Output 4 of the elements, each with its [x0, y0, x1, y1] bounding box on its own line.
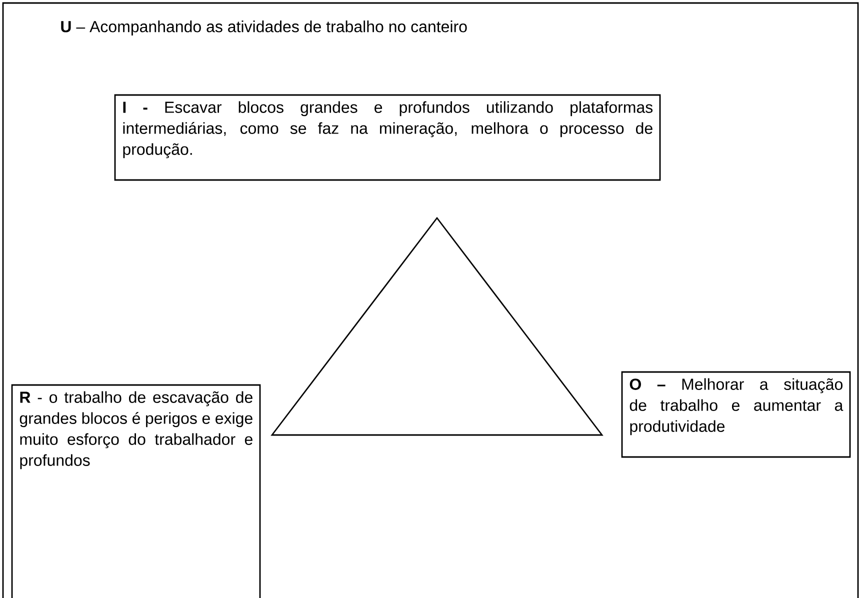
heading: U – Acompanhando as atividades de trabalho no canteiro — [61, 20, 467, 36]
text-box: I - Escavar blocos grandes e profundos utilizando plataformas intermediárias, como se faz na mineração, melhora o processo de produção. — [114, 94, 661, 181]
text-box: R - o trabalho de escavação de grandes blocos é perigos e exige muito esforço do trabalhador e profundos — [11, 384, 261, 598]
text-box: O – Melhorar a situação de trabalho e aumentar a produtividade — [621, 371, 851, 458]
